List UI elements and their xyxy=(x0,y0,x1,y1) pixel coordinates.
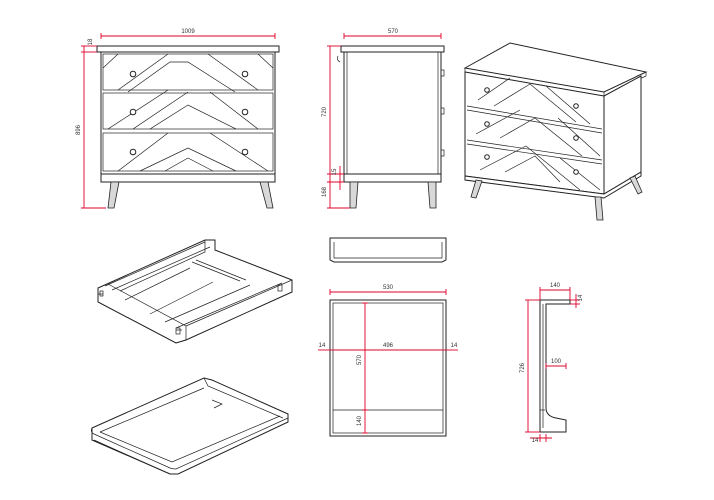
dresser-width-label: 1009 xyxy=(181,29,195,35)
chevron-pattern xyxy=(102,53,274,172)
tray-top-view: 530 496 14 14 570 140 xyxy=(318,285,458,437)
tray-inner-width-label: 496 xyxy=(383,343,394,349)
tray-wall-left-label: 14 xyxy=(319,343,326,349)
tray-profile-view: 140 14 726 100 14 xyxy=(520,283,584,444)
front-right-leg xyxy=(259,181,274,209)
side-body-height-label: 720 xyxy=(322,106,328,117)
drawer-knobs xyxy=(129,70,249,156)
dresser-top-panel xyxy=(96,45,280,53)
dresser-front-view: 1009 896 18 xyxy=(76,29,280,209)
dresser-top-thickness-label: 18 xyxy=(88,38,94,45)
dresser-side-view: 570 720 15 168 xyxy=(322,29,445,209)
tray-front-section-label: 140 xyxy=(357,415,363,426)
perspective-knobs xyxy=(484,87,579,175)
profile-top-thickness-label: 14 xyxy=(578,294,584,301)
side-plinth xyxy=(343,173,442,183)
drawer-3 xyxy=(102,132,274,172)
dresser-depth-label: 570 xyxy=(388,29,399,35)
changing-tray-perspective-upper xyxy=(97,239,293,344)
dresser-body xyxy=(100,51,276,175)
perspective-chevrons xyxy=(475,77,601,191)
tray-wall-right-label: 14 xyxy=(451,343,458,349)
plinth-height-label: 15 xyxy=(332,168,338,175)
drawer-1 xyxy=(102,53,274,91)
side-body xyxy=(343,51,442,175)
leg-height-label: 168 xyxy=(322,186,328,197)
profile-width-label: 140 xyxy=(550,283,561,289)
dresser-height-label: 896 xyxy=(76,124,82,135)
changing-tray-perspective-lower xyxy=(90,377,289,475)
tray-length-label: 570 xyxy=(357,354,363,365)
dresser-perspective-view xyxy=(463,42,648,221)
profile-bottom-thickness-label: 14 xyxy=(532,438,539,444)
profile-height-label: 726 xyxy=(520,362,526,373)
side-left-leg xyxy=(349,181,359,209)
side-top-panel xyxy=(340,45,445,53)
profile-inner-label: 100 xyxy=(551,359,562,365)
drawer-2 xyxy=(102,92,274,130)
dresser-plinth xyxy=(100,173,276,183)
tray-divider xyxy=(191,259,247,282)
front-left-leg xyxy=(107,181,120,209)
tray-side-profile xyxy=(329,237,447,263)
side-right-leg xyxy=(427,181,437,209)
tray-width-label: 530 xyxy=(383,285,394,291)
